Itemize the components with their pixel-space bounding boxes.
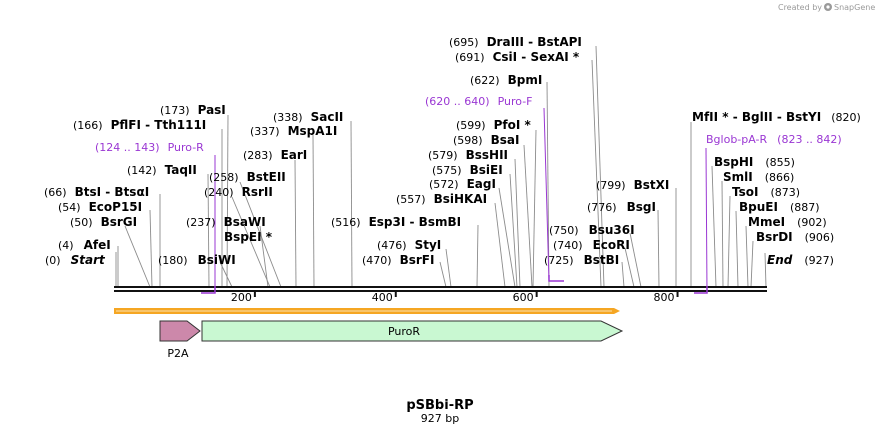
site-bsphi: BspHI(855) [714, 155, 795, 169]
site-bsrgi: (50)BsrGI [70, 215, 137, 229]
primer-lines [214, 107, 708, 294]
site-mmei: MmeI(902) [748, 215, 827, 229]
site-bsawi: (237)BsaWI [186, 215, 266, 229]
site-rsrii: (240)RsrII [204, 185, 273, 199]
ruler-tick-label: 800 [654, 291, 675, 304]
primer-bglob-pa-r: Bglob-pA-R(823 .. 842) [706, 133, 842, 146]
site-afei: (4)AfeI [58, 238, 111, 252]
site-bsshii: (579)BssHII [428, 148, 508, 162]
site-tsoi: TsoI(873) [732, 185, 800, 199]
site-bstxi: (799)BstXI [596, 178, 669, 192]
primer-puro-f: (620 .. 640)Puro-F [425, 95, 533, 108]
map-title: pSBbi-RP [406, 398, 473, 413]
site-labels: (0)Start (4)AfeI (50)BsrGI (54)EcoP15I (… [44, 35, 861, 267]
site-eari: (283)EarI [243, 148, 307, 162]
site-bpmi: (622)BpmI [470, 73, 542, 87]
site-draiii: (695)DraIII - BstAPI [449, 35, 582, 49]
site-bpuei: BpuEI(887) [739, 200, 820, 214]
map-length: 927 bp [421, 412, 459, 425]
primer-puro-r: (124 .. 143)Puro-R [95, 141, 204, 154]
site-end: End(927) [767, 253, 834, 267]
site-pflfi: (166)PflFI - Tth111I [73, 118, 206, 132]
sequence-backbone [114, 286, 767, 292]
site-esp3i: (516)Esp3I - BsmBI [331, 215, 461, 229]
primer-labels: (124 .. 143)Puro-R (620 .. 640)Puro-F Bg… [95, 95, 842, 154]
site-mspa1i: (337)MspA1I [250, 124, 337, 138]
credit-text: Created by [778, 3, 822, 12]
site-ecop15i: (54)EcoP15I [58, 200, 142, 214]
ruler-tick-label: 600 [513, 291, 534, 304]
site-bsu36i: (750)Bsu36I [549, 223, 635, 237]
puror-arrow-icon [201, 320, 624, 342]
site-bsteii: (258)BstEII [209, 170, 286, 184]
site-bsai: (598)BsaI [453, 133, 519, 147]
site-styi: (476)StyI [377, 238, 441, 252]
site-btsi: (66)BtsI - BtsαI [44, 185, 149, 199]
site-bsihkai: (557)BsiHKAI [396, 192, 487, 206]
site-bsiwi: (180)BsiWI [158, 253, 236, 267]
feature-p2a-label: P2A [167, 347, 189, 360]
site-ecori: (740)EcoRI [553, 238, 630, 252]
site-taqii: (142)TaqII [127, 163, 197, 177]
site-eagi: (572)EagI [429, 177, 496, 191]
primer-marks [201, 275, 708, 294]
site-mfii: MfII * - BglII - BstYI(820) [692, 110, 861, 124]
ruler-tick-label: 400 [372, 291, 393, 304]
leader-lines [115, 45, 767, 288]
ruler-tick-label: 200 [231, 291, 252, 304]
site-csii: (691)CsiI - SexAI * [455, 50, 580, 64]
site-bspei: BspEI * [224, 230, 273, 244]
site-bsrfi: (470)BsrFI [362, 253, 434, 267]
site-bsgi: (776)BsgI [587, 200, 656, 214]
site-bstbi: (725)BstBI [544, 253, 619, 267]
site-start: (0)Start [45, 253, 106, 267]
snapgene-logo-icon [824, 3, 832, 11]
site-bsrdi: BsrDI(906) [756, 230, 834, 244]
site-pasi: (173)PasI [160, 103, 226, 117]
orange-region-bar [114, 308, 620, 314]
ruler-ticks: 200 400 600 800 [231, 291, 679, 304]
brand-text: SnapGene [834, 3, 875, 12]
p2a-arrow-icon [159, 320, 201, 342]
site-pfoi: (599)PfoI * [456, 118, 531, 132]
site-bsiei: (575)BsiEI [432, 163, 503, 177]
site-sacii: (338)SacII [273, 110, 343, 124]
feature-puror-label: PuroR [388, 325, 420, 338]
site-smli: SmlI(866) [723, 170, 794, 184]
